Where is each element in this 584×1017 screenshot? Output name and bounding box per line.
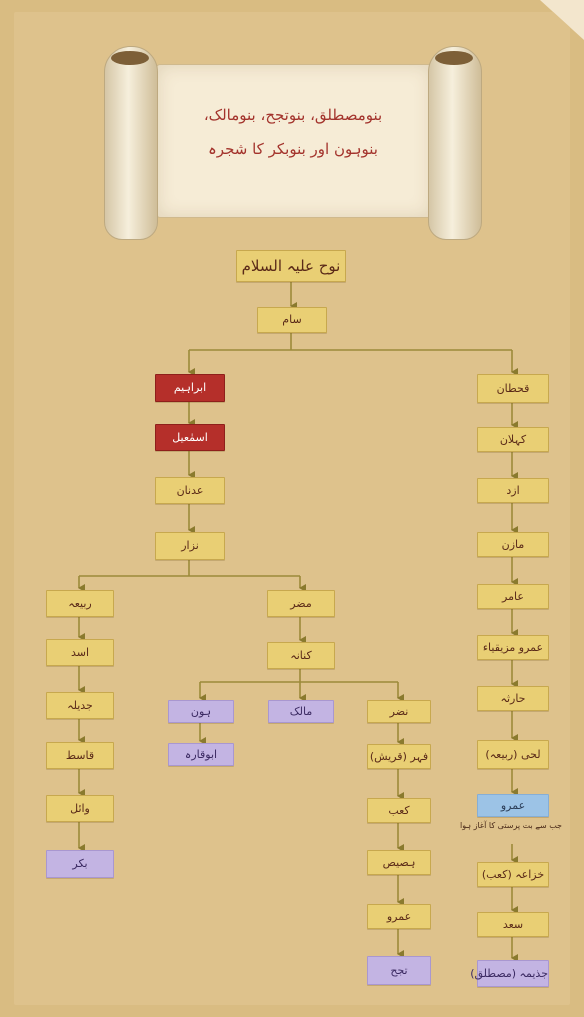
node-wail: وائل xyxy=(46,795,114,822)
scroll-roll-left xyxy=(104,46,158,240)
node-mazin: مازن xyxy=(477,532,549,557)
node-nizar: نزار xyxy=(155,532,225,560)
scroll-roll-right xyxy=(428,46,482,240)
node-kahlan: کہلان xyxy=(477,427,549,452)
node-qahtan: قحطان xyxy=(477,374,549,403)
node-khuzaa: خزاعہ (کعب) xyxy=(477,862,549,887)
node-hun: ہون xyxy=(168,700,234,723)
node-amir: عامر xyxy=(477,584,549,609)
node-kinana: کنانہ xyxy=(267,642,335,669)
node-luhayy: لحی (ربیعہ) xyxy=(477,740,549,769)
node-tajh: تجح xyxy=(367,956,431,985)
node-asad: اسد xyxy=(46,639,114,666)
title-scroll-banner: بنومصطلق، بنوتجح، بنومالک، بنوہون اور بن… xyxy=(104,46,482,240)
node-qasit: قاسط xyxy=(46,742,114,769)
title-line-2: بنوہون اور بنوبکر کا شجرہ xyxy=(208,140,378,158)
title-line-1: بنومصطلق، بنوتجح، بنومالک، xyxy=(203,106,383,124)
node-bakr: بکر xyxy=(46,850,114,878)
node-nuh: نوح علیہ السلام xyxy=(236,250,346,282)
node-haritha: حارثہ xyxy=(477,686,549,711)
node-azd: ازد xyxy=(477,478,549,503)
node-amr-muzayqiya: عمرو مزیقیاء xyxy=(477,635,549,660)
node-amr-khuzai: عمرو xyxy=(477,794,549,817)
node-ismail: اسمٰعیل xyxy=(155,424,225,451)
node-fihr: فہر (قریش) xyxy=(367,744,431,769)
node-jadila: جدیلہ xyxy=(46,692,114,719)
node-kab: کعب xyxy=(367,798,431,823)
node-sam: سام xyxy=(257,307,327,333)
node-adnan: عدنان xyxy=(155,477,225,504)
node-amr-qurayshi: عمرو xyxy=(367,904,431,929)
node-nadr: نضر xyxy=(367,700,431,723)
node-husays: ہصیص xyxy=(367,850,431,875)
node-judhayma: جذیمہ (مصطلق) xyxy=(470,960,549,987)
node-rabia: ربیعہ xyxy=(46,590,114,617)
node-mudar: مضر xyxy=(267,590,335,617)
diagram-title: بنومصطلق، بنوتجح، بنومالک، بنوہون اور بن… xyxy=(156,98,430,166)
node-saad: سعد xyxy=(477,912,549,937)
node-malik: مالک xyxy=(268,700,334,723)
amr-note: جب سے بت پرستی کا آغاز ہوا xyxy=(460,821,562,830)
node-ibrahim: ابراہیم xyxy=(155,374,225,402)
node-abu-qara: ابوقارہ xyxy=(168,743,234,766)
